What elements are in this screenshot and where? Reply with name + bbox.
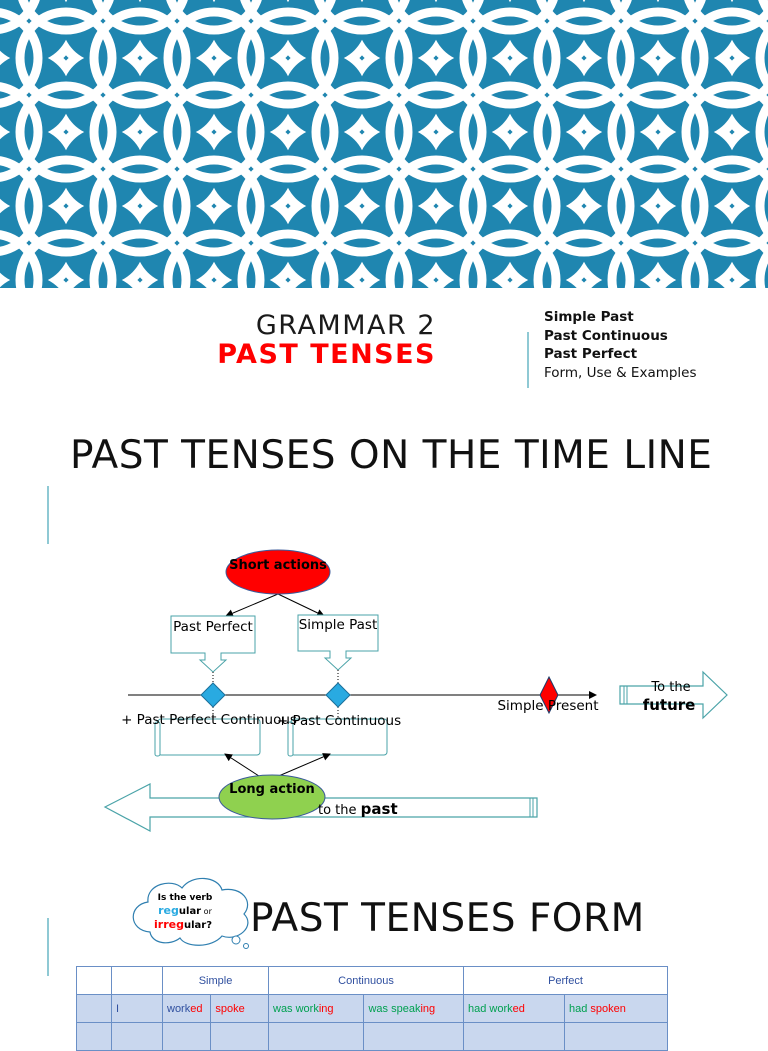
divider-line (527, 332, 529, 388)
subtitle-item: Past Continuous (544, 327, 668, 344)
long-action-label: Long action (229, 782, 315, 797)
table-cell (267, 1022, 365, 1051)
table-cell (161, 1022, 212, 1051)
past-perfect-label: Past Perfect (173, 619, 253, 635)
subtitle-item: Form, Use & Examples (544, 364, 697, 381)
table-cell (463, 1022, 565, 1051)
future-label: future (643, 696, 696, 714)
simple-present-label: Simple Present (497, 698, 598, 714)
to-the-future-label: To the (650, 680, 690, 695)
table-row (76, 1022, 669, 1051)
table-cell: had spoken (563, 994, 669, 1023)
thought-cloud: Is the verb regular or irregular? (132, 877, 249, 949)
tense-form-table: Simple Continuous Perfect I worked spoke… (76, 966, 669, 1051)
table-cell (76, 994, 112, 1023)
divider-line (47, 918, 49, 976)
slide3-title: PAST TENSES FORM (250, 896, 645, 941)
present-marker (539, 675, 559, 715)
slide-title-past-tenses: PAST TENSES (217, 339, 436, 370)
table-cell: had worked (463, 994, 565, 1023)
past-arrow-shape (103, 783, 538, 832)
long-action-ellipse (218, 774, 326, 820)
slide2-title: PAST TENSES ON THE TIME LINE (70, 433, 713, 478)
slide-title-grammar: GRAMMAR 2 (255, 310, 436, 341)
subject-cell: I (111, 994, 163, 1023)
short-actions-ellipse (225, 549, 331, 595)
table-cell (363, 1022, 464, 1051)
short-actions-label: Short actions (229, 558, 327, 573)
table-row: I worked spoke was working was speaking … (76, 994, 669, 1023)
simple-past-marker (325, 682, 351, 708)
cloud-line3: irregular? (154, 918, 212, 931)
banner-pattern (0, 0, 768, 288)
table-header-cell: Perfect (463, 966, 668, 995)
cloud-line1: Is the verb (158, 893, 213, 903)
table-header-cell (111, 966, 163, 995)
cloud-line2: regular or (158, 904, 212, 917)
table-cell (111, 1022, 163, 1051)
simple-past-label: Simple Past (299, 617, 378, 633)
to-the-past-label: to the past (318, 800, 398, 818)
table-cell: worked (161, 994, 212, 1023)
table-cell (76, 1022, 112, 1051)
table-cell (210, 1022, 269, 1051)
table-header-cell: Simple (162, 966, 269, 995)
simple-past-callout (297, 614, 379, 671)
table-cell: spoke (210, 994, 269, 1023)
past-continuous-label: + Past Continuous (277, 713, 401, 729)
timeline-diagram: Short actions Past Perfect Simple Past +… (103, 549, 728, 832)
subtitle-item: Simple Past (544, 309, 634, 325)
table-header-row: Simple Continuous Perfect (76, 966, 668, 995)
past-perfect-marker (200, 682, 226, 708)
table-cell: was working (267, 994, 365, 1023)
table-header-cell (76, 966, 112, 995)
pp-continuous-label: + Past Perfect Continuous (121, 712, 297, 728)
future-arrow-shape (619, 670, 728, 720)
subtitle-list: Simple Past Past Continuous Past Perfect… (544, 308, 697, 382)
divider-line (47, 486, 49, 544)
subtitle-item: Past Perfect (544, 346, 638, 363)
table-cell (563, 1022, 669, 1051)
table-header-cell: Continuous (268, 966, 464, 995)
table-cell: was speaking (363, 994, 464, 1023)
past-perfect-callout (170, 615, 256, 673)
